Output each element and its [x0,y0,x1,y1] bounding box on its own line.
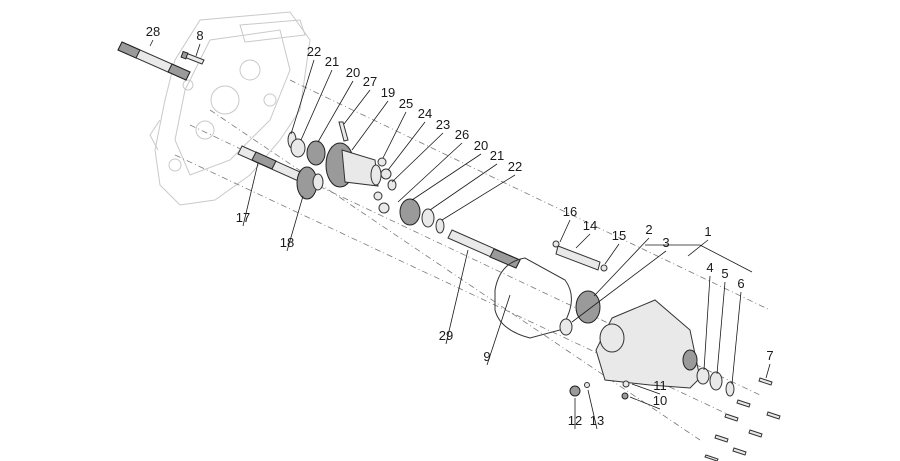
callout-label-17: 17 [236,210,250,225]
parts-10-13-plugs [569,380,630,400]
callout-label-15: 15 [612,228,626,243]
leader-line-19 [351,100,389,151]
leader-line-28 [149,39,154,47]
leader-line-17 [242,162,259,227]
small-spider-gears [373,157,397,214]
callout-label-19: 19 [381,85,395,100]
leader-line-1 [687,239,709,257]
callout-label-7: 7 [766,348,773,363]
callout-label-6: 6 [737,276,744,291]
callout-label-10: 10 [653,393,667,408]
leader-line-25 [382,111,407,159]
leader-line-15 [604,243,620,265]
callout-label-28: 28 [146,24,160,39]
part-8-bolt [180,50,205,65]
leader-line-18 [286,195,304,252]
leader-line-5 [716,281,726,375]
part-7-bolts [704,377,781,461]
leader-line-23 [391,132,444,183]
part-29-shaft [447,229,521,269]
leader-line-11 [631,383,661,395]
callout-label-1: 1 [704,224,711,239]
crankcase-outline [149,11,311,206]
leader-line-2 [593,237,650,297]
callout-label-29: 29 [439,328,453,343]
callout-label-16: 16 [563,204,577,219]
callout-label-20a: 20 [346,65,360,80]
leader-line-13 [587,389,598,430]
lower-bearing-set [399,198,445,234]
callout-label-18: 18 [280,235,294,250]
part-9-gasket [494,257,572,339]
leader-line-14 [575,233,591,249]
leader-line-22b [441,174,516,221]
upper-bearing-set [287,131,326,166]
leader-line-21b [429,163,498,211]
part-2-seal [575,290,601,324]
part-18-gear [296,166,324,200]
leader-line-9 [486,294,511,366]
leader-line-10 [629,396,661,410]
callout-label-26: 26 [455,127,469,142]
callout-label-8: 8 [196,28,203,43]
leader-line-3 [571,250,667,323]
leader-line-20b [411,153,482,201]
part-28-shaft [117,41,191,81]
part-19-differential [325,142,382,188]
callout-label-9: 9 [483,349,490,364]
leader-line-26 [397,142,463,203]
callout-label-24: 24 [418,106,432,121]
callout-label-13: 13 [590,413,604,428]
callout-label-3: 3 [662,235,669,250]
part-14-hose [552,240,608,272]
leader-line-16 [559,219,571,243]
leader-line-24 [387,121,426,171]
callout-label-11: 11 [653,378,667,393]
callout-label-4: 4 [706,260,713,275]
leader-line-21a [300,69,333,141]
leader-line-7 [765,363,771,379]
leader-line-6 [731,291,742,385]
callout-label-22a: 22 [307,44,321,59]
part-3-ring [559,318,573,336]
callout-label-21a: 21 [325,54,339,69]
callout-label-12: 12 [568,413,582,428]
leader-line-20a [317,80,354,143]
part-1-cover [595,299,701,389]
callout-label-5: 5 [721,266,728,281]
callout-label-23: 23 [436,117,450,132]
leader-line-27 [343,89,371,125]
callout-label-25: 25 [399,96,413,111]
callout-label-21b: 21 [490,148,504,163]
leader-line-4 [703,275,711,371]
leader-line-29 [445,249,469,345]
leader-line-8 [195,43,201,57]
part-27-pin [338,121,349,142]
callout-label-27: 27 [363,74,377,89]
callout-label-22b: 22 [508,159,522,174]
parts-4-5-6-rings [696,367,735,397]
callout-label-2: 2 [645,222,652,237]
leader-line-22a [290,59,315,135]
callout-label-14: 14 [583,218,597,233]
assembly-1-bracket [645,244,753,273]
callout-label-20b: 20 [474,138,488,153]
